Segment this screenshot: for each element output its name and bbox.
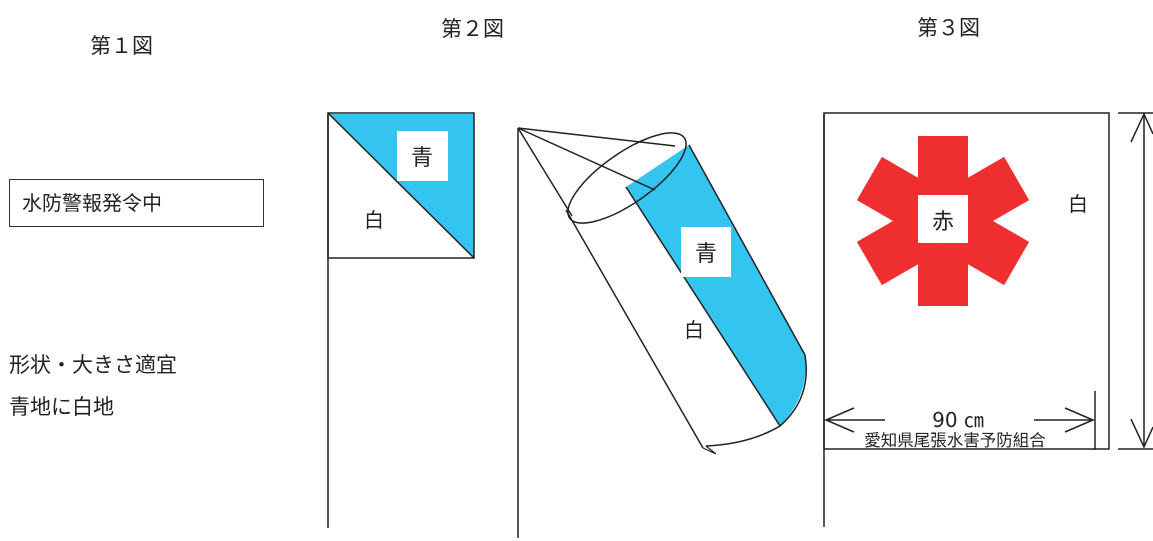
flag3-border <box>823 112 1110 450</box>
flag-diagonal <box>327 112 475 259</box>
white-background-label: 白 <box>1068 192 1088 216</box>
windsock-blue-label-box <box>681 227 731 277</box>
windsock-edge-right <box>688 144 806 356</box>
windsock-blue-label: 青 <box>695 242 717 267</box>
windsock-white-label: 白 <box>684 318 704 342</box>
figure1-title: 第１図 <box>90 34 153 58</box>
windsock: 青 白 <box>517 127 807 538</box>
height-arrow-bottom <box>1130 418 1153 449</box>
height-arrow-top <box>1130 112 1153 143</box>
red-label-box <box>918 195 968 243</box>
flood-warning-sign: 水防警報発令中 <box>9 179 264 227</box>
color-note: 青地に白地 <box>9 395 114 419</box>
windsock-wire-mid <box>517 127 656 191</box>
windsock-wire-top <box>517 127 676 147</box>
organization-name: 愛知県尾張水害予防組合 <box>864 431 1046 450</box>
windsock-tail <box>705 354 807 447</box>
shape-size-note: 形状・大きさ適宜 <box>9 353 177 377</box>
windsock-stripe-edge <box>625 186 781 427</box>
triangle-flag: 青 白 <box>327 112 475 528</box>
windsock-edge-left <box>565 209 704 449</box>
flag-blue-label-box <box>397 131 448 181</box>
red-label: 赤 <box>932 210 954 235</box>
flag-blue-label: 青 <box>411 146 433 171</box>
windsock-tail-tip <box>702 445 717 455</box>
width-label: 90 ㎝ <box>932 408 984 432</box>
flag-border <box>327 112 475 259</box>
windsock-mouth <box>567 132 687 224</box>
flag-white-label: 白 <box>364 208 384 232</box>
width-arrow-left <box>824 407 855 433</box>
figure3-title: 第３図 <box>917 16 980 40</box>
width-arrow-right <box>1064 407 1095 433</box>
organization-flag: 赤 白 愛知県尾張水害予防組合 90 ㎝ <box>823 112 1153 527</box>
windsock-wire-low <box>517 127 573 217</box>
figure2-title: 第２図 <box>441 17 504 41</box>
windsock-blue-stripe <box>626 145 806 426</box>
